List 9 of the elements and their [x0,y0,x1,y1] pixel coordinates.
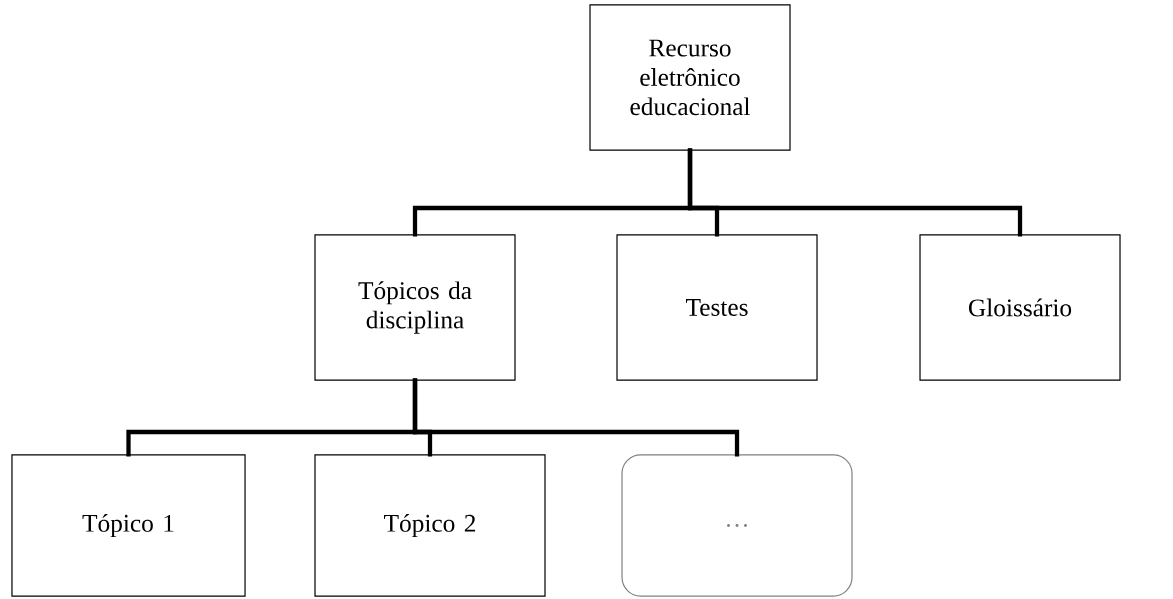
text-box: Gloissário [919,234,1121,381]
text-box: Tópicos da disciplina [314,234,516,381]
text-box: Tópico 2 [314,454,546,597]
text-box: Tópico 1 [11,454,246,597]
connector-line [687,148,1023,237]
connector-line [412,378,740,457]
text-box: Recurso eletrônico educacional [589,4,791,151]
text-box: Testes [616,234,818,381]
rounded-box: … [621,454,853,597]
